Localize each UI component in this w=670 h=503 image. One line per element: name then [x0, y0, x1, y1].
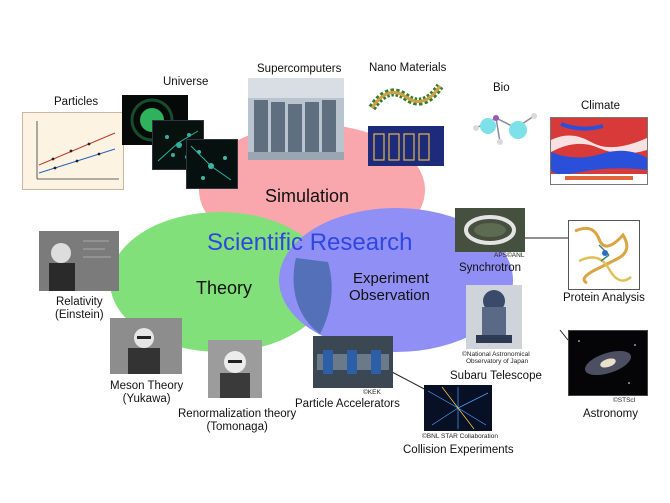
subaru-telescope-image: [466, 285, 522, 349]
meson-theory-label-line2: (Yukawa): [122, 393, 171, 406]
naoj-credit-line2: Observatory of Japan: [466, 358, 529, 366]
biomolecule-image: [466, 98, 544, 154]
supercomputer-racks-image: [248, 78, 344, 160]
bnl-credit: ©BNL STAR Collaboration: [422, 433, 498, 440]
protein-structure-image: [568, 220, 640, 290]
renormalization-theory-label-line1: Renormalization theory: [178, 408, 297, 420]
theory-circle: [110, 212, 330, 352]
particle-physics-plot-image: [22, 112, 124, 190]
nanotube-image: [368, 80, 444, 114]
protein-analysis-label: Protein Analysis: [563, 292, 645, 304]
climate-map-image: [550, 117, 648, 185]
naoj-credit: ©National Astronomical Observatory of Ja…: [462, 351, 530, 365]
aps-credit: APS©ANL: [494, 252, 525, 259]
tomonaga-portrait-image: [208, 340, 262, 398]
renormalization-theory-label-line2: (Tomonaga): [206, 421, 268, 434]
meson-theory-label: Meson Theory (Yukawa): [110, 380, 183, 406]
experiment-label: Experiment Observation: [349, 270, 430, 305]
collision-experiments-label: Collision Experiments: [403, 444, 514, 456]
universe-label: Universe: [163, 76, 209, 88]
theory-experiment-overlap: [293, 258, 332, 334]
climate-label: Climate: [581, 100, 620, 112]
relativity-label-line1: Relativity: [55, 296, 103, 308]
universe-simulation-image-3: [186, 139, 238, 189]
particle-accelerator-image: [313, 336, 393, 388]
nano-materials-label: Nano Materials: [369, 62, 447, 74]
bio-label: Bio: [493, 82, 510, 94]
experiment-label-line1: Experiment: [353, 270, 429, 287]
subaru-connector: [559, 329, 569, 341]
collision-event-image: [424, 385, 492, 431]
particle-accelerators-label: Particle Accelerators: [295, 398, 400, 410]
yukawa-portrait-image: [110, 318, 182, 374]
relativity-label-line2: (Einstein): [55, 309, 104, 322]
subaru-telescope-label: Subaru Telescope: [450, 370, 542, 382]
stsci-credit: ©STScI: [613, 397, 636, 404]
diagram-title: Scientific Research: [207, 229, 413, 256]
synchrotron-aerial-image: [455, 208, 525, 252]
connector-lines: [391, 237, 569, 393]
theory-label: Theory: [196, 278, 253, 298]
relativity-label: Relativity (Einstein): [55, 296, 104, 322]
experiment-circle: [279, 208, 513, 352]
naoj-credit-line1: ©National Astronomical: [462, 351, 530, 358]
renormalization-theory-label: Renormalization theory (Tomonaga): [178, 408, 296, 434]
particles-label: Particles: [54, 96, 99, 108]
synchrotron-label: Synchrotron: [459, 262, 522, 274]
galaxy-image: [568, 330, 648, 396]
kek-credit: ©KEK: [363, 389, 381, 396]
accelerator-connector: [391, 371, 431, 393]
nanotube-array-image: [368, 126, 444, 166]
experiment-label-line2: Observation: [349, 287, 430, 305]
astronomy-label: Astronomy: [583, 408, 638, 420]
supercomputers-label: Supercomputers: [257, 63, 342, 75]
meson-theory-label-line1: Meson Theory: [110, 380, 184, 392]
einstein-portrait-image: [39, 231, 119, 291]
simulation-label: Simulation: [265, 186, 350, 206]
